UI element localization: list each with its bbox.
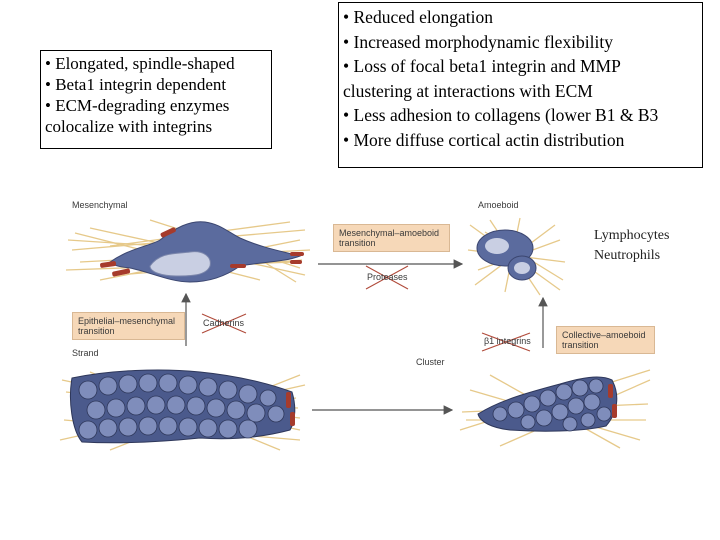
label-b1-integrins: β1 integrins [484,336,531,346]
label-cluster: Cluster [416,357,445,367]
cell-type-neutrophils: Neutrophils [594,248,661,263]
right-line-3: • Loss of focal beta1 integrin and MMP [343,56,621,76]
right-line-4: clustering at interactions with ECM [343,80,593,101]
right-line-2: • Increased morphodynamic flexibility [343,31,614,52]
right-feature-box: • Reduced elongation • Increased morphod… [338,2,703,168]
mat-line-2: transition [339,238,376,248]
label-amoeboid: Amoeboid [478,200,519,210]
adhesion-sites-cluster [608,384,617,418]
emt-line-2: transition [78,326,115,336]
epithelial-mesenchymal-transition-box: Epithelial–mesenchymal transition [72,312,185,340]
right-line-5: • Less adhesion to collagens (lower B1 &… [343,105,659,125]
left-line-3: • ECM-degrading enzymes [45,96,230,115]
cell-types-label: Lymphocytes Neutrophils [594,226,669,266]
left-feature-box: • Elongated, spindle-shaped • Beta1 inte… [40,50,272,149]
label-proteases: Proteases [367,272,408,282]
cluster-cell-group [477,376,618,432]
strand-cell-group [69,369,296,444]
cat-line-2: transition [562,340,599,350]
left-line-1: • Elongated, spindle-shaped [45,54,235,73]
mat-line-1: Mesenchymal–amoeboid [339,228,440,238]
adhesion-sites-strand [286,392,295,426]
left-line-2: • Beta1 integrin dependent [45,75,227,94]
cell-type-lymphocytes: Lymphocytes [594,228,670,243]
proteases-cross [365,265,409,290]
collective-amoeboid-transition-box: Collective–amoeboid transition [556,326,655,354]
left-line-4: colocalize with integrins [45,117,213,136]
cat-line-1: Collective–amoeboid [562,330,646,340]
label-strand: Strand [72,348,99,358]
emt-line-1: Epithelial–mesenchymal [78,316,176,326]
adhesion-sites-mesenchymal [100,227,304,277]
right-line-6: • More diffuse cortical actin distributi… [343,129,625,150]
right-line-1: • Reduced elongation [343,7,493,27]
label-mesenchymal: Mesenchymal [72,200,128,210]
mesenchymal-amoeboid-transition-box: Mesenchymal–amoeboid transition [333,224,450,252]
label-cadherins: Cadherins [203,318,245,328]
cadherins-cross [201,313,247,334]
amoeboid-cell [476,229,537,281]
b1-integrins-cross [481,332,531,352]
